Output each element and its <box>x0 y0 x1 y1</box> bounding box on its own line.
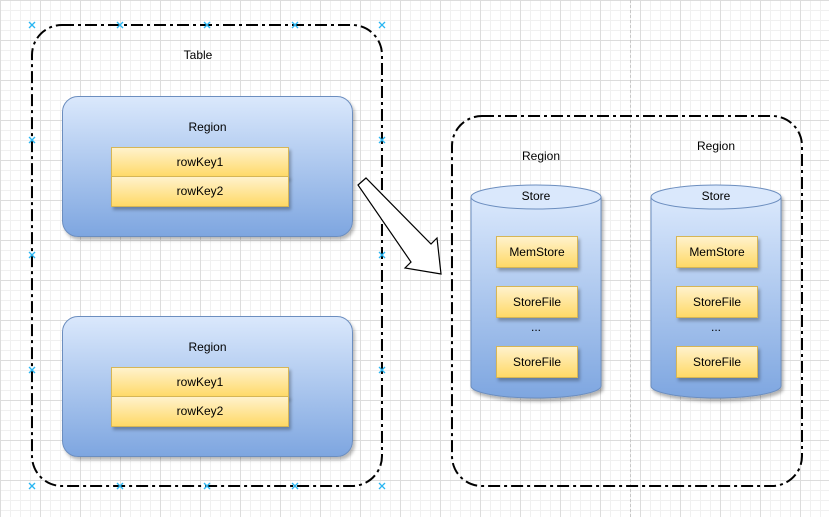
storefile-box[interactable]: StoreFile <box>676 346 758 378</box>
selection-handle-x-icon <box>378 482 386 490</box>
row-key-cell[interactable]: rowKey1 <box>111 367 289 398</box>
detail-container[interactable] <box>451 115 803 487</box>
selection-handle-x-icon <box>291 21 299 29</box>
detail-region-label-1: Region <box>521 149 561 163</box>
selection-handle-x-icon <box>291 482 299 490</box>
memstore-box[interactable]: MemStore <box>496 236 578 268</box>
selection-handle-x-icon <box>378 21 386 29</box>
selection-handle-x-icon <box>378 366 386 374</box>
row-key-cell[interactable]: rowKey1 <box>111 147 289 178</box>
selection-handles[interactable] <box>28 21 386 490</box>
selection-handle-x-icon <box>28 482 36 490</box>
selection-handle-x-icon <box>203 21 211 29</box>
store-label: Store <box>701 189 731 203</box>
selection-handle-x-icon <box>28 21 36 29</box>
store-label: Store <box>521 189 551 203</box>
selection-handle-x-icon <box>28 136 36 144</box>
selection-handle-x-icon <box>116 21 124 29</box>
detail-region-label-2: Region <box>696 139 736 153</box>
table-label: Table <box>183 48 213 62</box>
selection-handle-x-icon <box>378 251 386 259</box>
row-key-cell[interactable]: rowKey2 <box>111 396 289 427</box>
page-divider <box>630 0 631 517</box>
ellipsis-text: ... <box>710 320 721 334</box>
selection-handle-x-icon <box>28 251 36 259</box>
hollow-block-arrow-icon[interactable] <box>357 177 442 275</box>
row-key-cell[interactable]: rowKey2 <box>111 176 289 207</box>
storefile-box[interactable]: StoreFile <box>676 286 758 318</box>
region-label: Region <box>188 120 227 134</box>
selection-handle-x-icon <box>203 482 211 490</box>
memstore-box[interactable]: MemStore <box>676 236 758 268</box>
storefile-box[interactable]: StoreFile <box>496 346 578 378</box>
region-label: Region <box>188 340 227 354</box>
ellipsis-text: ... <box>530 320 541 334</box>
storefile-box[interactable]: StoreFile <box>496 286 578 318</box>
selection-handle-x-icon <box>28 366 36 374</box>
selection-handle-x-icon <box>116 482 124 490</box>
selection-handle-x-icon <box>378 136 386 144</box>
